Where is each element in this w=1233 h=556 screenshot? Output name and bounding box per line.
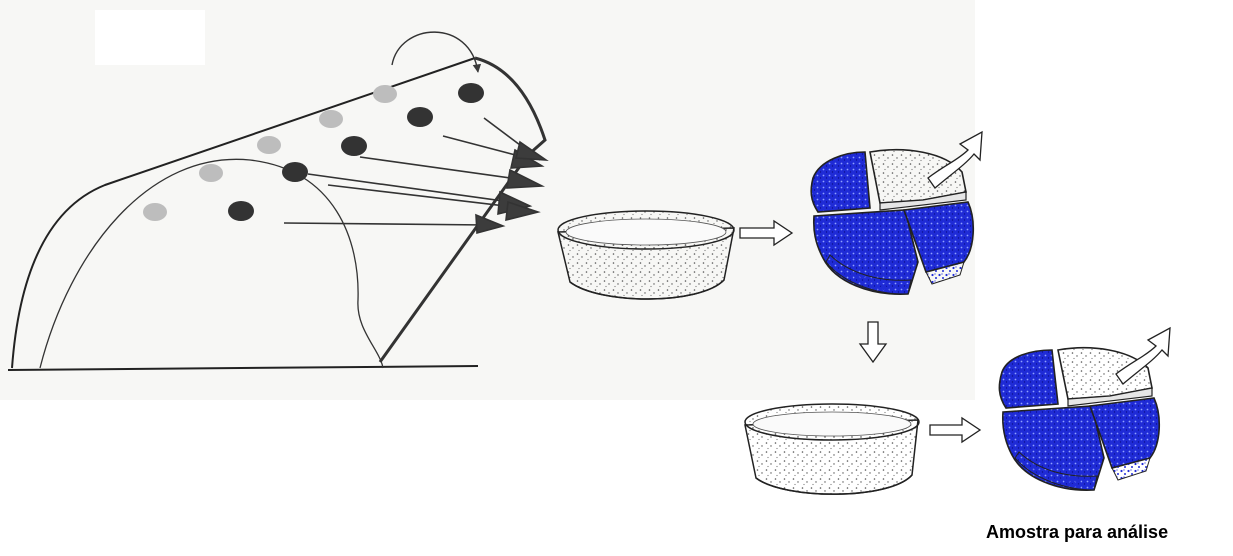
quartered-sample-bottom <box>999 328 1170 490</box>
sample-tray-top <box>558 211 734 299</box>
sample-tray-bottom <box>745 404 919 494</box>
sample-caption: Amostra para análise <box>986 522 1168 543</box>
right-arrow-icon <box>930 418 980 442</box>
